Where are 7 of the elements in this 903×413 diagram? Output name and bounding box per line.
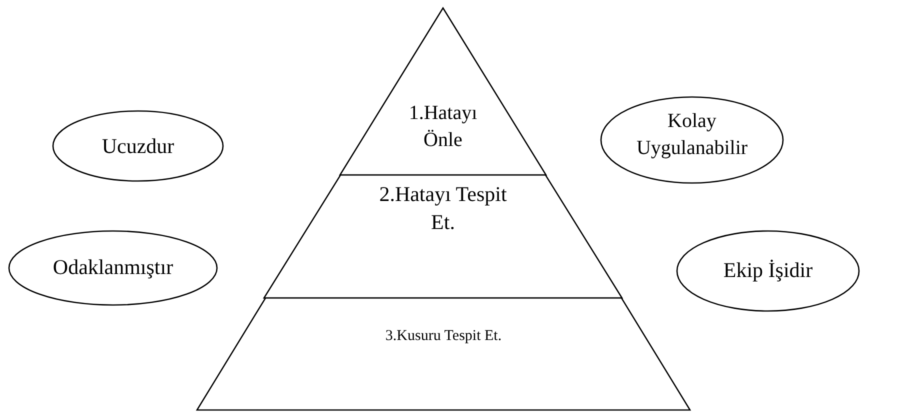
ellipse-label: Odaklanmıştır <box>52 254 174 281</box>
ellipse-label: Ekip İşidir <box>722 257 814 284</box>
ellipse-label: Ucuzdur <box>100 133 176 160</box>
level-label: 2.Hatayı Tespit Et. <box>378 181 508 236</box>
level-label: 1.Hatayı Önle <box>408 101 478 153</box>
ellipse-label: Kolay Uygulanabilir <box>635 109 749 161</box>
level-label: 3.Kusuru Tespit Et. <box>384 327 503 346</box>
